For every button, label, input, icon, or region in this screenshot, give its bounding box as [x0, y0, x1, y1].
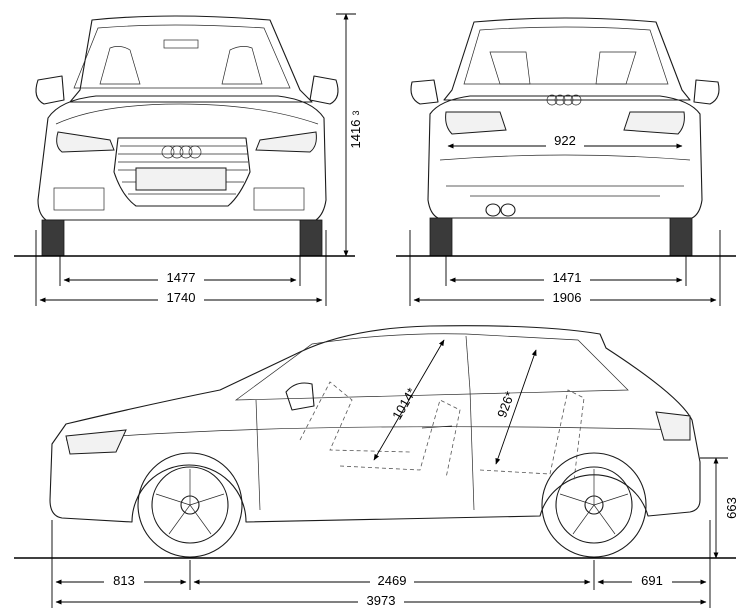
width-incl-mirrors-label: 1906	[553, 290, 582, 305]
rear-headroom-label: 926*	[494, 389, 517, 419]
rear-overhang-label: 691	[641, 573, 663, 588]
rear-track-label: 1471	[553, 270, 582, 285]
rear-view	[410, 17, 720, 257]
height-superscript: 3	[351, 110, 361, 115]
front-track-label: 1477	[167, 270, 196, 285]
front-wheel	[137, 452, 243, 558]
rear-interior-width-label: 922	[554, 133, 576, 148]
wheelbase-label: 2469	[378, 573, 407, 588]
side-view	[49, 325, 701, 558]
front-headroom-label: 1014*	[389, 385, 419, 422]
rear-wheel	[541, 452, 647, 558]
overall-width-label: 1740	[167, 290, 196, 305]
front-overhang-label: 813	[113, 573, 135, 588]
overall-length-label: 3973	[367, 593, 396, 608]
height-label: 1416	[348, 120, 363, 149]
front-view	[35, 15, 339, 257]
loading-height-label: 663	[724, 497, 739, 519]
four-rings-logo	[161, 145, 202, 159]
